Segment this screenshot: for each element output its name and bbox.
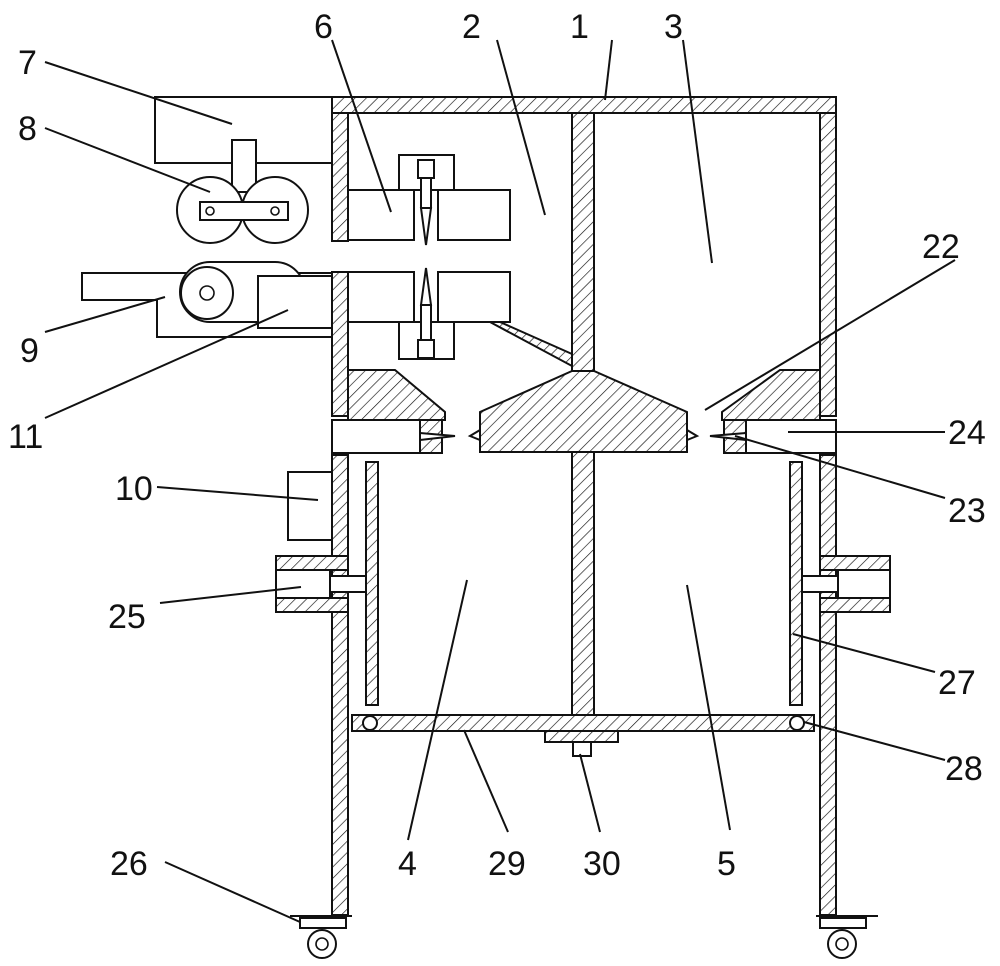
caster-mount-right: [819, 917, 867, 929]
wheel-hub-right: [835, 937, 849, 951]
label-3: 3: [664, 8, 683, 46]
lower-needle: [419, 267, 433, 306]
label-11: 11: [8, 418, 43, 456]
right-wall-upper: [819, 112, 837, 417]
caster-mount-left: [299, 917, 347, 929]
left-wall-upper: [331, 112, 349, 242]
feed-mechanism: [81, 96, 333, 338]
left-funnel: [347, 369, 446, 421]
label-30: 30: [583, 845, 621, 883]
upper-needle: [419, 207, 433, 246]
bottom-bracket: [544, 730, 619, 743]
left-wall-mid: [331, 271, 349, 417]
label-9: 9: [20, 332, 39, 370]
cutter-block-right-upper: [437, 189, 511, 241]
wheel-left: [307, 929, 337, 959]
latch-30: [572, 741, 592, 757]
left-leg: [331, 454, 349, 916]
leader-lines: [44, 39, 956, 923]
cone-tip-left: [467, 428, 481, 442]
wheel-hub-left: [315, 937, 329, 951]
port-left-bore: [275, 569, 331, 599]
blade-right-23: [709, 431, 747, 442]
label-29: 29: [488, 845, 526, 883]
cone-tip-right: [686, 428, 700, 442]
label-23: 23: [948, 492, 986, 530]
port-left-pin: [329, 575, 367, 593]
right-leg: [819, 454, 837, 916]
cutter-block-right-lower: [437, 271, 511, 323]
label-6: 6: [314, 8, 333, 46]
label-22: 22: [922, 228, 960, 266]
label-7: 7: [18, 44, 37, 82]
center-divider-lower: [571, 451, 595, 718]
pulley-hub: [199, 285, 215, 301]
hinge-left: [362, 715, 378, 731]
chute: [489, 321, 573, 368]
port-right-bore: [837, 569, 891, 599]
funnels: [347, 321, 821, 453]
inner-wall-right-27: [789, 461, 803, 706]
casters: [290, 915, 878, 959]
hinge-28: [789, 715, 805, 731]
blade-left: [419, 431, 456, 442]
pulley: [180, 266, 234, 320]
label-8: 8: [18, 110, 37, 148]
inner-wall-left: [365, 461, 379, 706]
port-right-pin: [801, 575, 839, 593]
label-2: 2: [462, 8, 481, 46]
cutter-block-left-upper: [347, 189, 415, 241]
bottom-plate-29: [351, 714, 815, 732]
upper-spring: [417, 159, 435, 179]
blade-housing-right-24: [745, 419, 837, 454]
lower-spring: [417, 339, 435, 359]
side-blades: [331, 419, 837, 454]
pivot-right: [270, 206, 280, 216]
center-cone: [479, 370, 688, 453]
label-5: 5: [717, 845, 736, 883]
roller-link: [199, 201, 289, 221]
label-10: 10: [115, 470, 153, 508]
side-ports: [275, 471, 891, 613]
lower-rod: [420, 304, 432, 341]
label-24: 24: [948, 414, 986, 452]
lower-chamber: [351, 461, 815, 757]
feed-spring-box: [231, 139, 257, 193]
cutter-assembly: [347, 154, 511, 360]
label-25: 25: [108, 598, 146, 636]
center-divider-upper: [571, 112, 595, 372]
housing: [331, 96, 837, 916]
box-10: [287, 471, 333, 541]
top-wall: [331, 96, 837, 114]
right-funnel: [721, 369, 821, 421]
reference-numerals: 1 2 3 4 5 6 7 8 9 10 11 22 23 24 25 26 2…: [8, 8, 986, 883]
pivot-left: [205, 206, 215, 216]
label-4: 4: [398, 845, 417, 883]
label-27: 27: [938, 664, 976, 702]
cutter-block-left-lower: [347, 271, 415, 323]
blade-housing-left: [331, 419, 423, 454]
label-26: 26: [110, 845, 148, 883]
motor-11: [257, 275, 333, 329]
label-28: 28: [945, 750, 983, 788]
label-1: 1: [570, 8, 589, 46]
wheel-right: [827, 929, 857, 959]
upper-rod: [420, 177, 432, 209]
